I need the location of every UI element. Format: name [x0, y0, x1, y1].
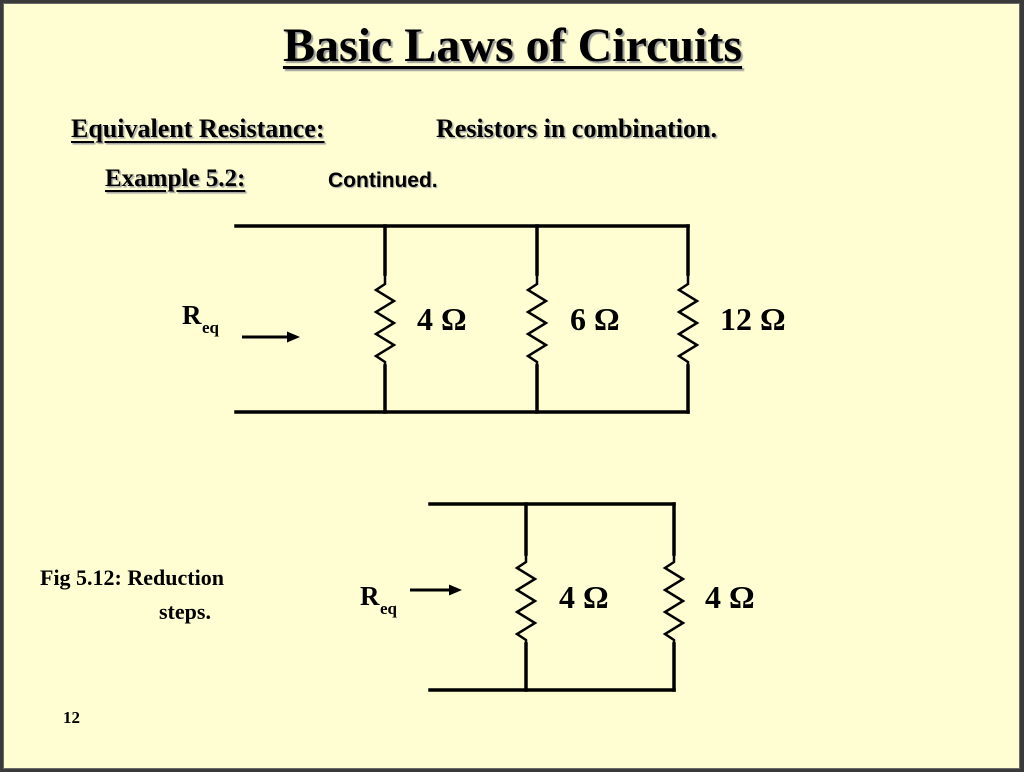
branch-6-ohm [525, 224, 549, 414]
resistor-value: 6 Ω [570, 301, 620, 337]
branch-4-ohm-a [514, 502, 538, 692]
svg-text:eq: eq [380, 599, 398, 618]
branch-4-ohm-b [662, 502, 686, 692]
svg-text:R: R [360, 581, 380, 611]
section-text: Resistors in combination. [436, 114, 717, 143]
figure-caption-line2: steps. [159, 599, 211, 624]
resistor-icon [514, 554, 538, 644]
svg-text:R: R [182, 300, 202, 330]
arrow-right-icon [410, 584, 462, 596]
svg-text:eq: eq [202, 318, 220, 337]
section-label: Equivalent Resistance: [71, 114, 325, 143]
branch-12-ohm [676, 224, 700, 414]
slide: Basic Laws of Circuits Equivalent Resist… [3, 3, 1020, 769]
figure-caption-line1: Fig 5.12: Reduction [40, 565, 224, 590]
resistor-value: 12 Ω [720, 301, 786, 337]
resistor-icon [662, 554, 686, 644]
resistor-icon [373, 274, 397, 366]
page-number: 12 [63, 708, 80, 727]
req-label: R eq [360, 581, 398, 618]
example-label: Example 5.2: [105, 165, 246, 192]
arrow-right-icon [242, 331, 300, 343]
resistor-value: 4 Ω [705, 579, 755, 615]
page-title: Basic Laws of Circuits [282, 19, 743, 72]
resistor-icon [676, 274, 700, 366]
req-label: R eq [182, 300, 220, 337]
branch-4-ohm [373, 224, 397, 414]
resistor-icon [525, 274, 549, 366]
resistor-value: 4 Ω [559, 579, 609, 615]
circuit-top: 4 Ω 6 Ω 12 Ω R eq [182, 224, 786, 414]
example-text: Continued. [328, 169, 438, 192]
circuit-diagram: 4 Ω 6 Ω 12 Ω R eq 4 Ω [182, 224, 786, 692]
resistor-value: 4 Ω [417, 301, 467, 337]
circuit-bottom: 4 Ω 4 Ω R eq [360, 502, 755, 692]
